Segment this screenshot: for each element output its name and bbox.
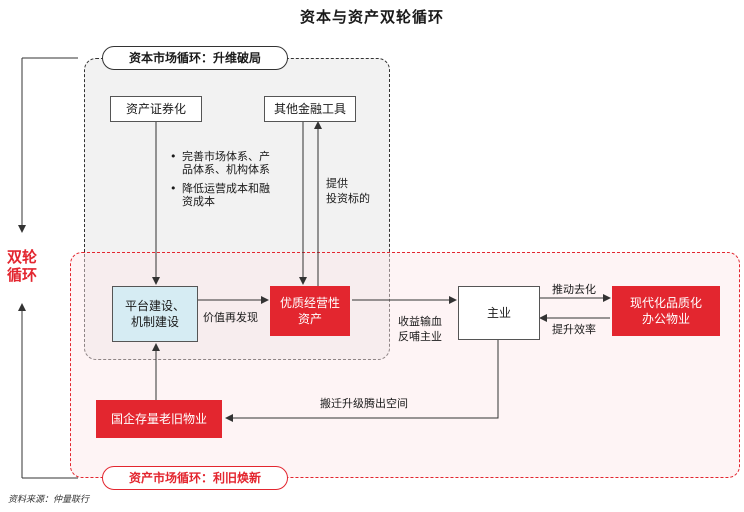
asset-market-pill: 资产市场循环：利旧焕新 — [102, 466, 288, 490]
label-promote-destock: 推动去化 — [552, 283, 596, 296]
bullet-list: 完善市场体系、产品体系、机构体系 降低运营成本和融资成本 — [170, 150, 280, 214]
node-modern-property: 现代化品质化 办公物业 — [612, 286, 720, 336]
node-asset-securitization: 资产证券化 — [110, 96, 202, 122]
label-improve-efficiency: 提升效率 — [552, 323, 596, 336]
double-loop-label: 双轮 循环 — [2, 248, 42, 284]
node-platform: 平台建设、 机制建设 — [112, 286, 198, 342]
node-other-instruments-label: 其他金融工具 — [273, 102, 346, 116]
node-quality-assets-label: 优质经营性 资产 — [279, 296, 340, 326]
label-provide-targets: 提供 投资标的 — [326, 177, 370, 205]
bullet-item: 完善市场体系、产品体系、机构体系 — [170, 150, 280, 176]
double-loop-text: 双轮 循环 — [6, 248, 37, 284]
arrow-main-to-soe — [225, 340, 499, 422]
source-note: 资料来源：仲量联行 — [8, 495, 90, 505]
node-platform-label: 平台建设、 机制建设 — [124, 299, 185, 329]
node-main-business: 主业 — [458, 286, 540, 340]
capital-market-pill: 资本市场循环：升维破局 — [102, 46, 288, 70]
diagram-title: 资本与资产双轮循环 — [299, 8, 444, 26]
label-value-rediscovery: 价值再发现 — [203, 311, 258, 324]
node-asset-securitization-label: 资产证券化 — [125, 102, 186, 116]
node-quality-assets: 优质经营性 资产 — [270, 286, 350, 336]
node-soe-property: 国企存量老旧物业 — [96, 400, 222, 438]
label-relocate-space: 搬迁升级腾出空间 — [320, 397, 408, 410]
node-main-business-label: 主业 — [486, 306, 511, 320]
bullet-item: 降低运营成本和融资成本 — [170, 182, 280, 208]
double-loop-bracket — [18, 57, 78, 479]
node-soe-property-label: 国企存量老旧物业 — [110, 412, 207, 426]
label-feed-back: 收益输血 反哺主业 — [398, 315, 442, 343]
node-modern-property-label: 现代化品质化 办公物业 — [629, 296, 702, 326]
node-other-instruments: 其他金融工具 — [264, 96, 356, 122]
